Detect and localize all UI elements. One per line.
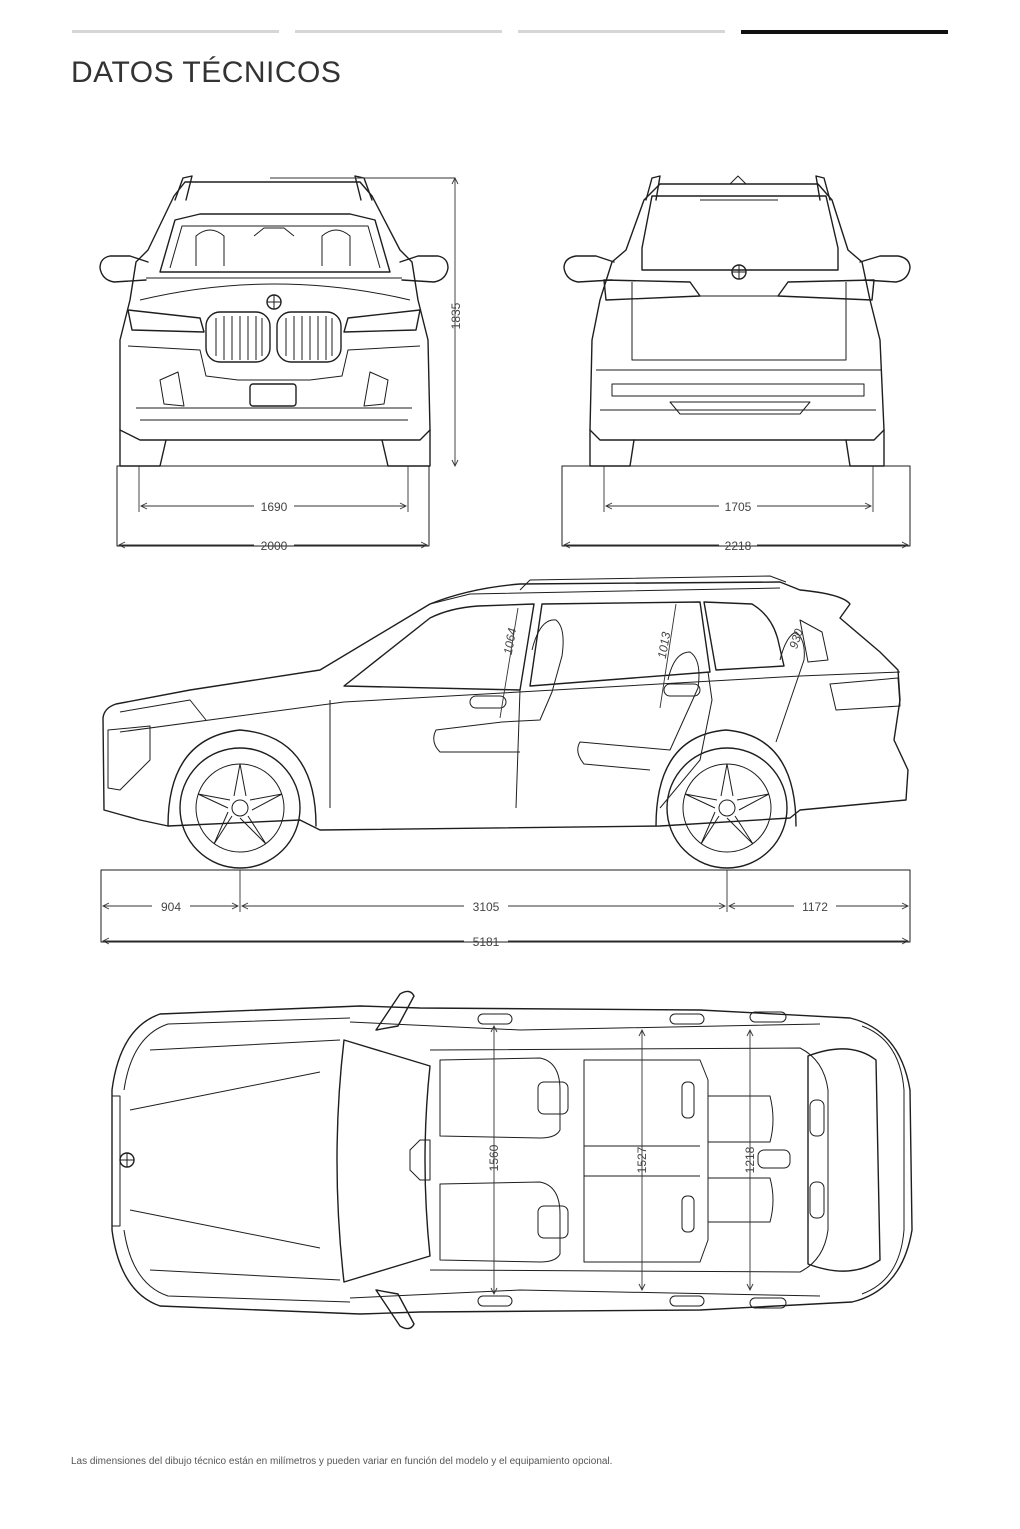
headroom-second-row-label: 1013 bbox=[655, 631, 673, 660]
front-height-label: 1835 bbox=[449, 302, 463, 329]
rear-track-label: 1705 bbox=[725, 500, 752, 514]
front-overhang-label: 904 bbox=[161, 900, 181, 914]
progress-tab-3 bbox=[518, 30, 725, 33]
shoulder-width-second-row-label: 1527 bbox=[635, 1146, 649, 1173]
side-view: 1064 1013 930 904 3105 1172 5181 bbox=[100, 575, 911, 949]
progress-tab-4-active bbox=[741, 30, 948, 34]
progress-tab-1 bbox=[72, 30, 279, 33]
headroom-third-row-label: 930 bbox=[786, 627, 806, 651]
rear-view: 1705 2218 bbox=[561, 175, 911, 553]
rear-overhang-label: 1172 bbox=[802, 900, 828, 914]
shoulder-width-third-row-label: 1218 bbox=[743, 1146, 757, 1173]
headroom-front-label: 1064 bbox=[501, 627, 519, 656]
top-view: 1560 1527 1218 bbox=[111, 990, 913, 1330]
shoulder-width-front-label: 1560 bbox=[487, 1144, 501, 1171]
page-title: DATOS TÉCNICOS bbox=[71, 56, 342, 89]
front-track-label: 1690 bbox=[261, 500, 288, 514]
footnote: Las dimensiones del dibujo técnico están… bbox=[71, 1456, 613, 1467]
front-width-label: 2000 bbox=[261, 539, 288, 553]
rear-width-label: 2218 bbox=[725, 539, 752, 553]
progress-tab-2 bbox=[295, 30, 502, 33]
front-view: 1835 1690 2000 bbox=[99, 175, 463, 553]
wheelbase-label: 3105 bbox=[473, 900, 500, 914]
progress-tabs bbox=[72, 30, 948, 34]
overall-length-label: 5181 bbox=[473, 935, 500, 949]
